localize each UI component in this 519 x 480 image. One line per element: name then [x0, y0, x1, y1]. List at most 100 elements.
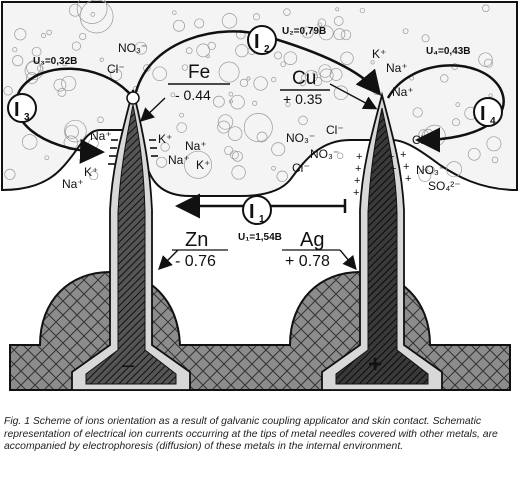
svg-text:K⁺: K⁺	[158, 132, 172, 146]
bubble	[61, 75, 77, 92]
bubble	[440, 74, 449, 83]
bubble	[213, 95, 225, 108]
svg-text:2: 2	[264, 44, 270, 55]
ag-potential: + 0.78	[285, 253, 330, 270]
svg-text:Cl⁻: Cl⁻	[412, 133, 430, 147]
bubble	[44, 155, 50, 161]
bubble	[230, 94, 245, 110]
bubble	[41, 33, 46, 38]
bubble	[271, 165, 276, 171]
current-i4-label: I 4 U₄=0,43B	[426, 46, 503, 127]
galvanic-scheme-diagram: +++ +++ +++ – + I 2 U₂=0,79B I	[1, 0, 518, 391]
bubble	[3, 86, 13, 96]
bubble	[64, 119, 87, 143]
bubble	[4, 168, 16, 180]
zinc-needle	[71, 89, 191, 391]
bubble	[256, 131, 268, 143]
bubble	[486, 136, 502, 152]
bubble	[491, 156, 499, 164]
svg-text:Cl⁻: Cl⁻	[292, 161, 310, 175]
bubble	[46, 29, 52, 36]
bubble	[228, 91, 234, 97]
svg-text:NO₃⁻: NO₃⁻	[310, 147, 339, 161]
bubble	[253, 76, 268, 91]
bubble	[301, 26, 314, 39]
current-i3-path	[14, 67, 131, 164]
tissue-region	[1, 1, 518, 197]
bubble	[24, 61, 44, 81]
bubble	[319, 68, 334, 83]
bubble	[231, 165, 246, 180]
bubble	[312, 70, 318, 76]
bubble	[299, 79, 306, 87]
bubble	[283, 8, 291, 16]
bubble	[79, 32, 87, 41]
svg-text:+: +	[388, 151, 394, 163]
bubble	[196, 43, 211, 58]
svg-text:Na⁺: Na⁺	[168, 153, 190, 167]
svg-text:K⁺: K⁺	[372, 47, 386, 61]
bubble	[283, 51, 298, 65]
current-i1-label: I 1 U₁=1,54B	[238, 195, 282, 243]
bubble	[235, 44, 249, 58]
current-i3-label: I 3 U₃=0,32B	[7, 56, 77, 123]
bubble	[484, 58, 493, 68]
bubble	[156, 156, 168, 168]
bubble	[359, 7, 366, 14]
bubble	[336, 152, 344, 160]
bubble	[99, 57, 104, 62]
bubble	[488, 93, 493, 98]
svg-text:Na⁺: Na⁺	[386, 61, 408, 75]
svg-text:+: +	[354, 175, 360, 187]
bubble	[185, 47, 193, 54]
figure-caption: Fig. 1 Scheme of ions orientation as a r…	[4, 416, 498, 453]
svg-text:4: 4	[490, 116, 496, 127]
fe-potential: - 0.44	[175, 87, 211, 103]
svg-text:+: +	[353, 187, 359, 199]
bubble	[227, 126, 243, 141]
bubble	[152, 66, 167, 81]
bubble	[370, 60, 375, 65]
bubble	[57, 88, 67, 97]
bubble	[252, 13, 261, 21]
bubble	[317, 22, 323, 28]
svg-text:+: +	[405, 173, 411, 185]
svg-text:1: 1	[259, 214, 265, 225]
bubble	[280, 61, 286, 67]
svg-text:Cl⁻: Cl⁻	[107, 62, 125, 76]
bubble	[217, 120, 231, 134]
silver-needle	[321, 91, 443, 391]
bubble	[452, 118, 460, 127]
svg-text:K⁺: K⁺	[196, 158, 210, 172]
iron-tip	[126, 91, 140, 105]
svg-text:U₂=0,79B: U₂=0,79B	[282, 26, 326, 37]
bubble	[14, 28, 27, 41]
svg-text:I: I	[14, 99, 20, 121]
bubble	[21, 134, 38, 150]
svg-text:NO₃⁻: NO₃⁻	[118, 41, 147, 55]
bubble	[333, 16, 344, 26]
bubble	[76, 0, 108, 24]
bubble	[12, 55, 24, 67]
bubble	[65, 124, 79, 139]
svg-text:Na⁺: Na⁺	[185, 139, 207, 153]
bubble	[243, 113, 273, 142]
zn-pointer	[158, 249, 179, 270]
bubble	[134, 41, 148, 55]
bubble	[274, 51, 282, 60]
bubble	[285, 101, 291, 107]
current-i4-path	[386, 64, 505, 153]
bubble	[217, 114, 234, 130]
ag-symbol: Ag	[300, 229, 324, 251]
bubble	[184, 150, 212, 179]
svg-text:I: I	[254, 31, 260, 53]
bubble	[271, 77, 277, 83]
bubble	[68, 3, 82, 17]
svg-text:U₄=0,43B: U₄=0,43B	[426, 46, 471, 57]
svg-text:+: +	[390, 163, 396, 175]
bubble	[97, 116, 104, 124]
cu-pointer	[280, 83, 378, 110]
bubble	[26, 60, 41, 76]
silver-positive-charges: +++ +++ +++	[353, 149, 411, 199]
bubble	[232, 150, 243, 162]
